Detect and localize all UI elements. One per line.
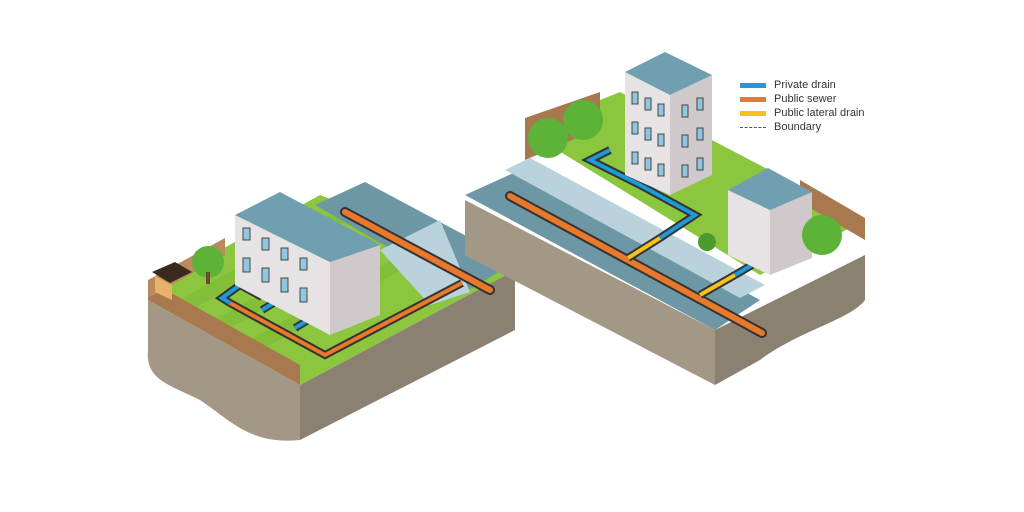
right-plot: [465, 52, 865, 385]
left-plot: [147, 182, 515, 441]
private-drain-swatch-icon: [740, 82, 766, 88]
legend-item-private-drain: Private drain: [740, 78, 865, 92]
legend-item-public-sewer: Public sewer: [740, 92, 865, 106]
legend-item-boundary: Boundary: [740, 120, 865, 134]
legend-label: Private drain: [774, 79, 836, 91]
legend-label: Public sewer: [774, 93, 837, 105]
legend-item-public-lateral-drain: Public lateral drain: [740, 106, 865, 120]
public-sewer-swatch-icon: [740, 96, 766, 102]
lateral-drain-swatch-icon: [740, 110, 766, 116]
legend-label: Public lateral drain: [774, 107, 865, 119]
legend-label: Boundary: [774, 121, 822, 133]
legend: Private drain Public sewer Public latera…: [740, 78, 865, 134]
boundary-dash-icon: [740, 126, 766, 128]
